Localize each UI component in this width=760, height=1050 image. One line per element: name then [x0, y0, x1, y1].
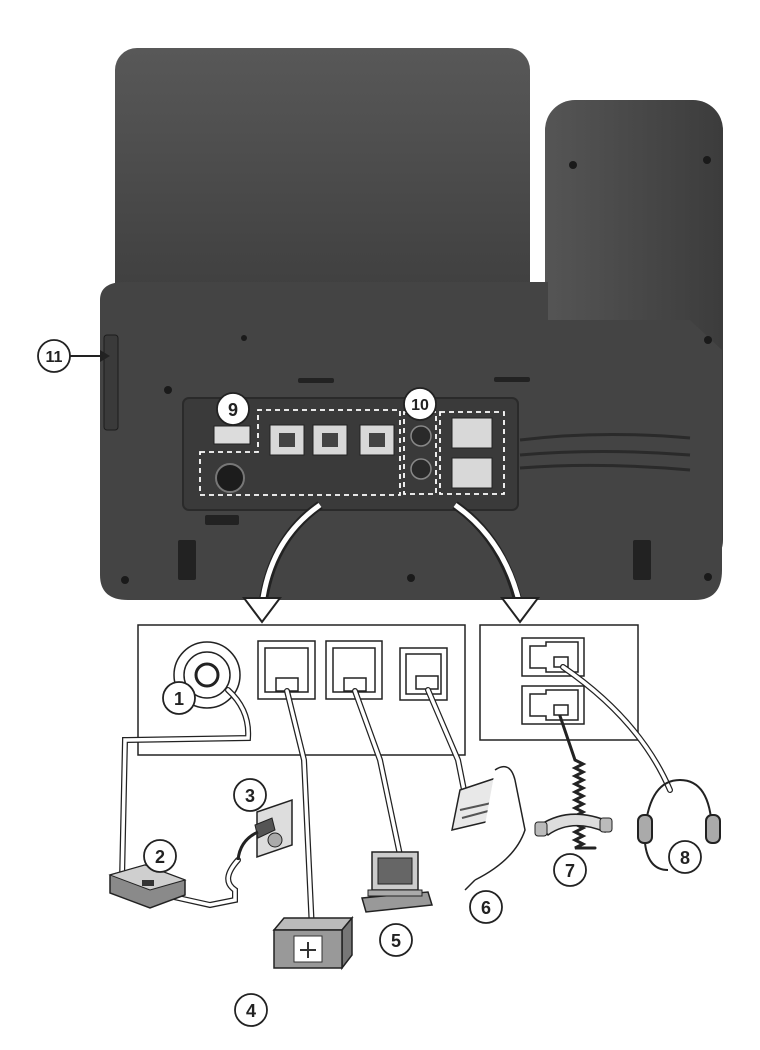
svg-text:5: 5 [391, 931, 401, 951]
svg-text:3: 3 [245, 786, 255, 806]
power-plug-icon [236, 798, 293, 861]
callout-2: 2 [143, 839, 177, 873]
svg-text:7: 7 [565, 861, 575, 881]
svg-text:2: 2 [155, 847, 165, 867]
svg-text:1: 1 [174, 689, 184, 709]
detail-arrows-fill [259, 502, 523, 606]
ethernet-plugs [275, 675, 439, 692]
svg-text:11: 11 [46, 349, 63, 366]
port-dashed-outlines [199, 409, 505, 496]
svg-text:4: 4 [246, 1001, 256, 1021]
network-switch-icon [272, 915, 354, 971]
power-jack-closeup [173, 641, 241, 709]
cables [119, 664, 673, 933]
callout-4: 4 [234, 993, 268, 1027]
screws [121, 156, 712, 584]
side-usb-slot [103, 334, 119, 431]
callout-6: 6 [469, 890, 503, 924]
vent-slots [298, 377, 530, 383]
callout-8: 8 [668, 840, 702, 874]
callout-11: 11 [37, 339, 110, 373]
arrow-head-left [242, 597, 282, 624]
headset-icon [637, 778, 721, 871]
screen-housing [115, 48, 530, 348]
rear-headset-ports [451, 417, 493, 489]
svg-text:8: 8 [680, 848, 690, 868]
port-panel [182, 397, 519, 511]
callout-5: 5 [379, 923, 413, 957]
expansion-module-icon [451, 765, 526, 891]
ethernet-closeups [257, 640, 448, 701]
callout-10: 10 [403, 387, 437, 421]
computer-icon [361, 851, 433, 913]
usb-port-slot [213, 425, 251, 445]
arrow-head-right [500, 597, 540, 624]
rear-power-jack [215, 463, 245, 493]
headset-jack-closeups [521, 637, 585, 725]
callout-1: 1 [162, 681, 196, 715]
callout-9: 9 [216, 392, 250, 426]
handset-coil-cord [558, 714, 597, 850]
svg-text:6: 6 [481, 898, 491, 918]
callout-7: 7 [553, 853, 587, 887]
cable-grooves [519, 432, 691, 472]
callout-3: 3 [233, 778, 267, 812]
power-adapter-icon [108, 864, 187, 909]
phone-feet [178, 515, 651, 580]
svg-text:9: 9 [228, 400, 238, 420]
phone-back [100, 48, 723, 600]
svg-text:10: 10 [411, 397, 429, 414]
handset-icon [534, 813, 613, 837]
rear-audio-jacks [410, 425, 432, 480]
